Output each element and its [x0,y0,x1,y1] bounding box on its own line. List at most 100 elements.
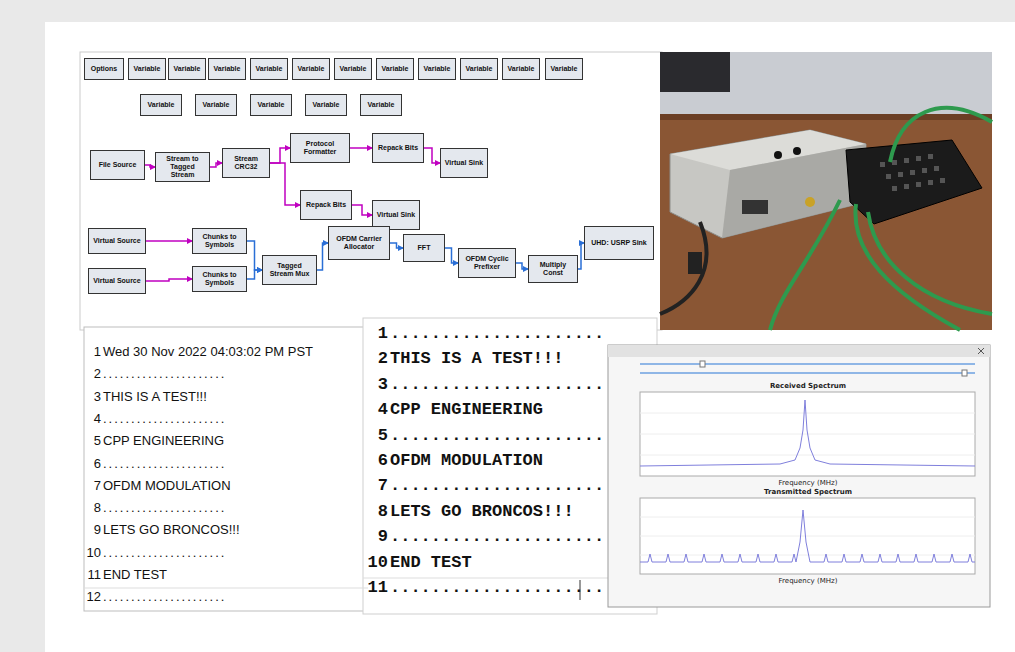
flow-connector [317,243,328,270]
flow-connector [424,148,440,163]
log-line: CPP ENGINEERING [390,400,543,419]
flowgraph-block: Multiply Const [528,255,578,283]
line-number: 7 [85,478,101,493]
line-number: 4 [364,400,388,419]
flow-connector [210,163,222,167]
line-number: 4 [85,411,101,426]
flowgraph-block: Variable [292,58,330,80]
log-line: ..................... [390,476,604,495]
line-number: 9 [85,522,101,537]
flowgraph-block: Variable [305,94,347,116]
line-number: 12 [85,589,101,604]
flowgraph-block: Variable [128,58,166,80]
log-line: LETS GO BRONCOS!!! [103,522,240,537]
block-title: Variable [256,65,283,73]
plot-title: Transmitted Spectrum [728,488,888,496]
line-number: 8 [85,500,101,515]
block-title: OFDM Cyclic Prefixer [461,255,513,271]
flowgraph-block: Stream CRC32 [222,148,270,178]
block-title: Variable [313,101,340,109]
block-title: Variable [424,65,451,73]
block-title: Variable [148,101,175,109]
block-title: Virtual Sink [377,211,415,219]
block-title: Options [91,65,117,73]
block-title: Stream to Tagged Stream [158,155,207,179]
axis-label: Frequency (MHz) [728,577,888,585]
line-number: 1 [85,344,101,359]
flowgraph-block: Variable [545,58,583,80]
log-line: ..................... [390,527,604,546]
block-title: Virtual Sink [445,159,483,167]
flowgraph-block: OFDM Carrier Allocator [328,226,390,260]
flow-connector [247,270,262,279]
plot-title: Received Spectrum [728,382,888,390]
block-title: Variable [368,101,395,109]
flowgraph-block: OFDM Cyclic Prefixer [458,248,516,278]
block-title: Variable [258,101,285,109]
line-number: 11 [85,567,101,582]
line-number: 3 [364,375,388,394]
flow-connector [145,165,155,167]
flowgraph-block: FFT [403,234,445,262]
block-title: Variable [203,101,230,109]
log-line: ..................... [390,578,604,597]
line-number: 8 [364,502,388,521]
line-number: 10 [85,545,101,560]
log-line: OFDM MODULATION [390,451,543,470]
log-line: ...................... [103,366,226,381]
block-title: Variable [466,65,493,73]
flowgraph-block: Protocol Formatter [290,133,350,163]
log-line: ...................... [103,500,226,515]
flowgraph-block: Variable [140,94,182,116]
flowgraph-block: Variable [334,58,372,80]
log-line: THIS IS A TEST!!! [103,389,207,404]
block-title: FFT [418,244,431,252]
flowgraph-block: Variable [376,58,414,80]
block-title: Chunks to Symbols [195,233,244,249]
flowgraph-block: Repack Bits [300,190,352,220]
block-title: Variable [340,65,367,73]
block-title: Protocol Formatter [293,140,347,156]
axis-label: Frequency (MHz) [728,479,888,487]
flow-connector [352,205,372,215]
log-line: ..................... [390,426,604,445]
flowgraph-block: Options [84,58,124,80]
flow-connector [146,240,192,242]
flowgraph-block: Variable [360,94,402,116]
flow-connector [270,148,290,163]
block-title: File Source [99,161,137,169]
log-line: ...................... [103,456,226,471]
line-number: 2 [364,349,388,368]
block-title: Stream CRC32 [225,155,267,171]
flowgraph-block: UHD: USRP Sink [584,226,654,260]
block-title: Variable [174,65,201,73]
line-number: 3 [85,389,101,404]
block-title: Variable [508,65,535,73]
block-title: Repack Bits [378,144,418,152]
block-title: Variable [134,65,161,73]
line-number: 1 [364,324,388,343]
flowgraph-block: Stream to Tagged Stream [155,152,210,182]
line-number: 11 [364,578,388,597]
flowgraph-block: Variable [195,94,237,116]
flow-connector [445,248,458,263]
line-number: 10 [364,553,388,572]
flowgraph-block: Variable [250,94,292,116]
flowgraph-block: Variable [168,58,206,80]
flowgraph-block: Virtual Source [88,268,146,294]
flowgraph-block: Chunks to Symbols [192,266,247,292]
flowgraph-block: Variable [418,58,456,80]
block-title: Variable [298,65,325,73]
flowgraph-block: Variable [502,58,540,80]
line-number: 9 [364,527,388,546]
flowgraph-block: Variable [460,58,498,80]
line-number: 5 [85,433,101,448]
flow-connector [350,147,372,149]
block-title: UHD: USRP Sink [591,239,647,247]
block-title: Multiply Const [531,261,575,277]
log-line: END TEST [390,553,472,572]
flow-connector [390,243,403,248]
flow-connector [516,263,528,269]
log-line: ..................... [390,375,604,394]
flow-connector [247,241,262,270]
